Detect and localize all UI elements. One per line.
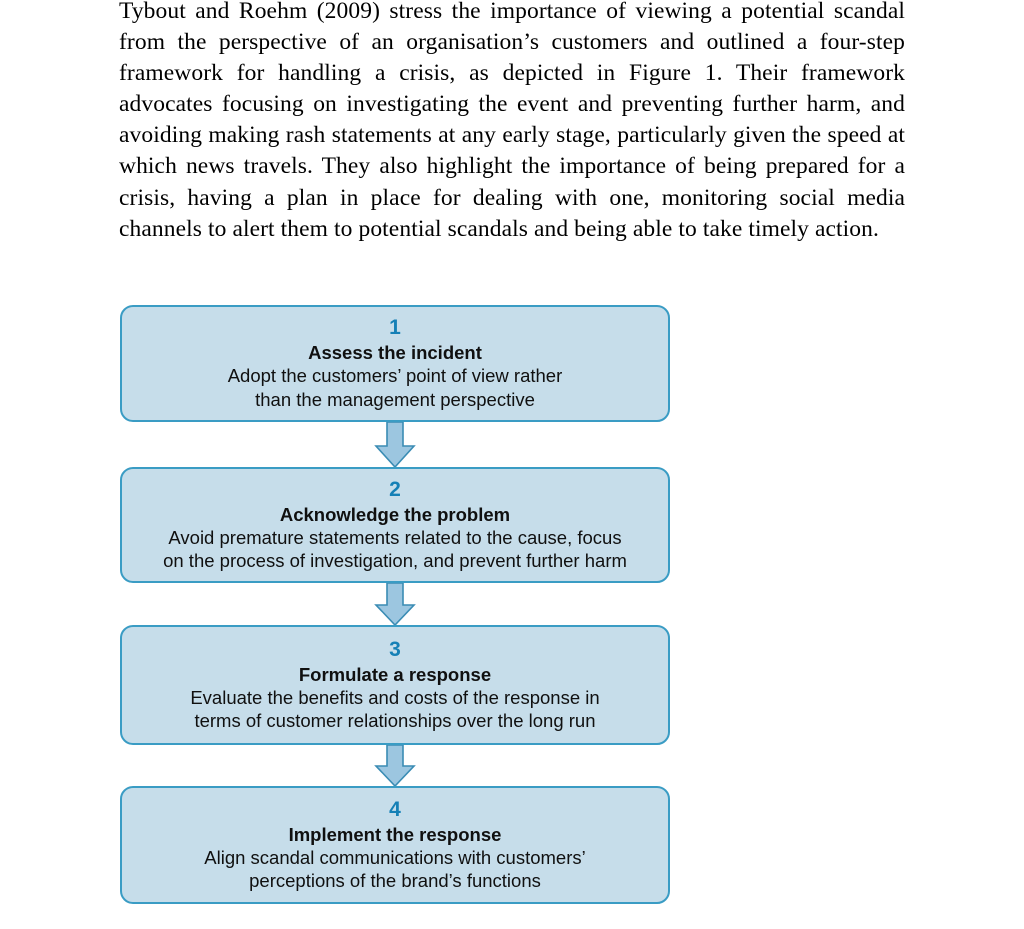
flow-step-title-1: Assess the incident: [308, 342, 482, 363]
body-paragraph-block: Tybout and Roehm (2009) stress the impor…: [119, 0, 905, 245]
flow-arrow-down-2-to-3: [373, 583, 417, 626]
flow-step-title-4: Implement the response: [288, 823, 502, 845]
flow-arrow-down-1-to-2: [373, 422, 417, 468]
flow-arrow-down-3-to-4: [373, 745, 417, 787]
flow-step-title-2: Acknowledge the problem: [279, 503, 511, 525]
flow-step-number-2: 2: [389, 477, 401, 501]
flow-step-desc-1: Adopt the customers’ point of view rathe…: [227, 365, 563, 410]
flow-step-box-1[interactable]: 1 Assess the incident Adopt the customer…: [120, 305, 670, 422]
flow-step-box-3[interactable]: 3 Formulate a response Evaluate the bene…: [120, 625, 670, 745]
flow-step-box-4[interactable]: 4 Implement the response Align scandal c…: [120, 786, 670, 904]
flow-step-desc-4: Align scandal communications with custom…: [204, 846, 586, 892]
flow-step-number-4: 4: [389, 797, 401, 821]
flow-step-number-3: 3: [389, 637, 401, 661]
flow-step-desc-2: Avoid premature statements related to th…: [163, 526, 627, 572]
flow-step-box-2[interactable]: 2 Acknowledge the problem Avoid prematur…: [120, 467, 670, 583]
flow-step-number-1: 1: [389, 316, 401, 339]
flow-step-desc-3: Evaluate the benefits and costs of the r…: [190, 686, 600, 732]
flow-step-title-3: Formulate a response: [298, 663, 492, 685]
body-paragraph: Tybout and Roehm (2009) stress the impor…: [119, 0, 905, 242]
